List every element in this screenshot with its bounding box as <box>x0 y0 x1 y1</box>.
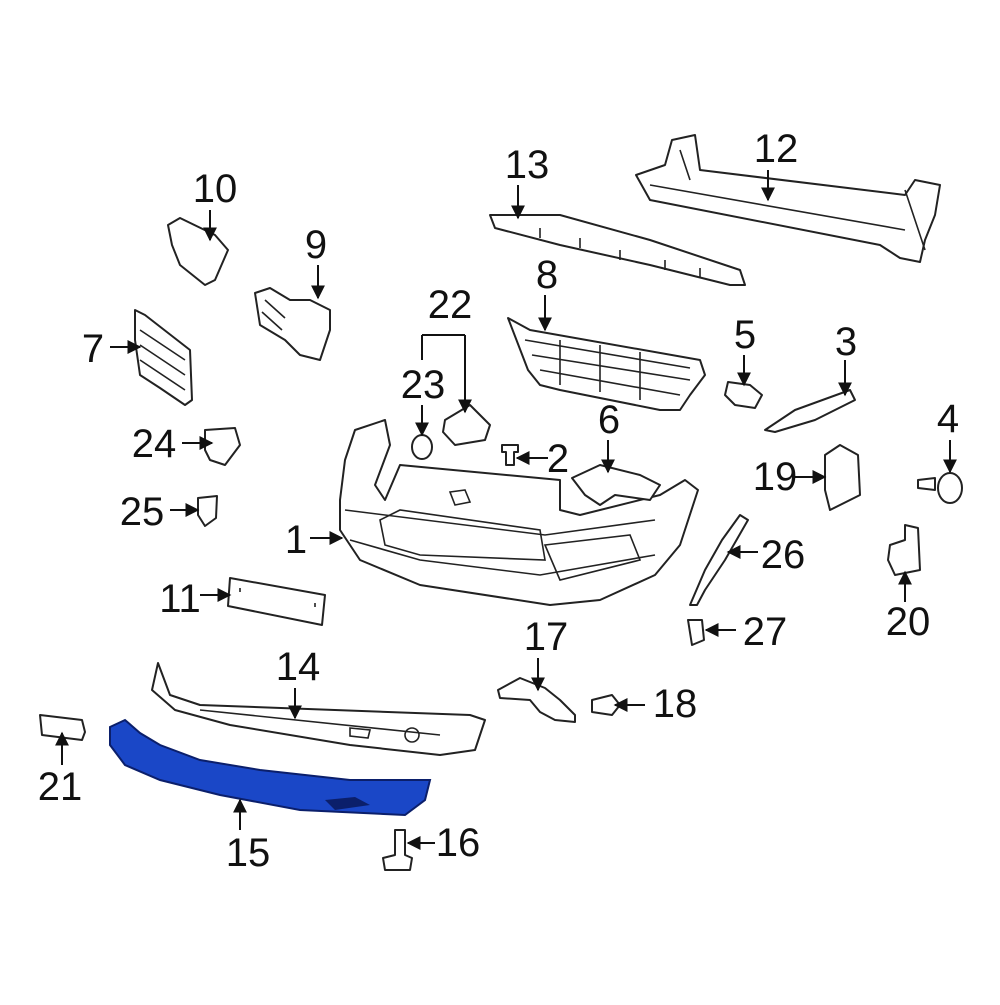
part-8-grille[interactable] <box>507 317 706 411</box>
part-13-energy-absorber[interactable] <box>489 214 746 286</box>
part-16-stud[interactable] <box>382 829 413 871</box>
part-5-sensor[interactable] <box>724 381 763 409</box>
callout-23: 23 <box>401 363 446 407</box>
callout-25: 25 <box>120 490 165 534</box>
callout-13: 13 <box>505 143 550 187</box>
callout-4: 4 <box>937 397 959 441</box>
part-24-badge[interactable] <box>204 427 241 466</box>
part-4-fastener[interactable] <box>917 472 963 504</box>
part-17-bracket[interactable] <box>497 677 576 723</box>
leader-lines <box>55 170 957 850</box>
callout-6: 6 <box>598 398 620 442</box>
callout-9: 9 <box>305 223 327 267</box>
part-22-sensor[interactable] <box>442 404 491 446</box>
callout-8: 8 <box>536 253 558 297</box>
part-25-badge[interactable] <box>197 495 218 527</box>
part-21-cap[interactable] <box>39 714 86 741</box>
part-23-ring[interactable] <box>411 434 433 460</box>
part-12-reinforcement-beam[interactable] <box>635 134 941 263</box>
part-6-bracket[interactable] <box>571 464 661 506</box>
callout-labels: 10 9 13 12 8 7 22 5 3 23 6 4 24 2 19 25 … <box>38 127 959 875</box>
callout-14: 14 <box>276 645 321 689</box>
callout-7: 7 <box>82 327 104 371</box>
callout-19: 19 <box>753 455 798 499</box>
callout-17: 17 <box>524 615 569 659</box>
callout-21: 21 <box>38 765 83 809</box>
callout-16: 16 <box>436 821 481 865</box>
callout-3: 3 <box>835 320 857 364</box>
part-9-air-guide[interactable] <box>254 287 331 361</box>
callout-18: 18 <box>653 682 698 726</box>
callout-5: 5 <box>734 313 756 357</box>
part-20-bracket[interactable] <box>887 524 921 576</box>
callout-2: 2 <box>547 437 569 481</box>
part-27-cap[interactable] <box>687 619 705 646</box>
callout-15: 15 <box>226 831 271 875</box>
callout-10: 10 <box>193 167 238 211</box>
part-2-clip[interactable] <box>501 444 519 466</box>
callout-1: 1 <box>285 518 307 562</box>
part-26-strip[interactable] <box>689 514 749 606</box>
callout-24: 24 <box>132 422 177 466</box>
callout-12: 12 <box>754 127 799 171</box>
part-7-side-grille[interactable] <box>134 309 193 406</box>
part-19-bracket[interactable] <box>824 444 861 511</box>
callout-27: 27 <box>743 610 788 654</box>
callout-22: 22 <box>428 283 473 327</box>
part-15-spoiler-highlighted[interactable] <box>109 718 432 817</box>
part-3-bracket[interactable] <box>764 389 856 433</box>
callout-11: 11 <box>159 577 201 621</box>
part-11-license-bracket[interactable] <box>227 577 326 626</box>
part-1-bumper-cover[interactable] <box>339 419 699 606</box>
part-10-bracket[interactable] <box>167 217 229 286</box>
callout-20: 20 <box>886 600 931 644</box>
part-14-lower-panel[interactable] <box>151 662 486 756</box>
callout-26: 26 <box>761 533 806 577</box>
